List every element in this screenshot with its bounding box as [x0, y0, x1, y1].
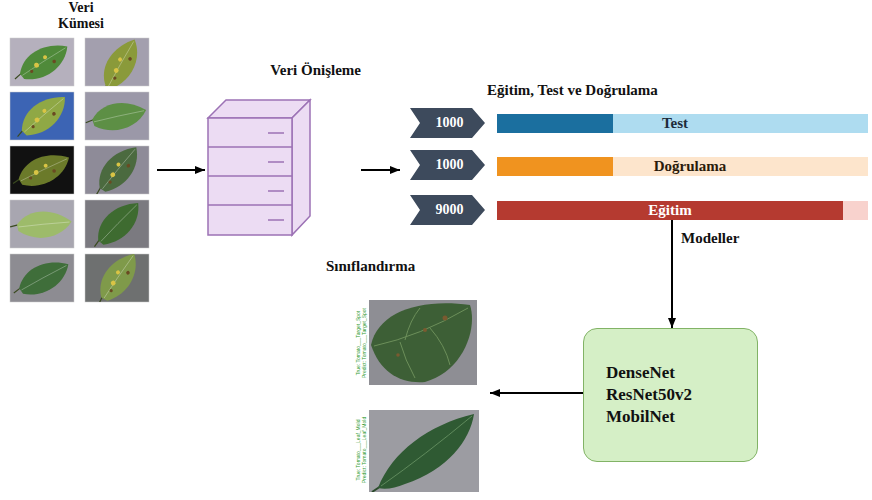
model-text: DenseNet ResNet50v2 MobilNet — [606, 362, 692, 428]
prediction-text: Predict: Tomato___Target_Spot — [361, 308, 367, 378]
photo-ground — [369, 300, 477, 385]
count-text: 1000 — [432, 115, 464, 131]
cabinet-front — [208, 118, 292, 235]
connector-arrow — [157, 169, 205, 171]
split-text: Doğrulama — [654, 158, 727, 175]
split-group: Eğitim, Test ve Doğrulama1000Test1000Doğ… — [400, 78, 872, 228]
leaf-thumbnail — [84, 251, 149, 308]
heading-text: Sınıflandırma — [326, 258, 490, 275]
leaf-thumbnail — [85, 92, 149, 140]
connector-arrow — [490, 392, 583, 394]
model-box: DenseNet ResNet50v2 MobilNet — [583, 328, 758, 462]
leaf-photo — [369, 300, 477, 385]
drawer-line — [208, 204, 292, 206]
connector-arrow — [671, 220, 673, 328]
split-bar: Eğitim — [497, 201, 868, 220]
tag-outline — [410, 150, 485, 180]
drawer-handle — [268, 190, 284, 192]
leaf-shape — [371, 303, 472, 382]
leaf-thumbnail — [9, 92, 74, 140]
heading-text: Veri Önişleme — [205, 62, 361, 79]
drawer-line — [208, 175, 292, 177]
dataset-thumbnails — [9, 36, 151, 307]
tag-outline — [410, 195, 485, 225]
leaf-vein — [381, 416, 472, 486]
heading-text: Veri Kümesi — [58, 0, 104, 32]
split-text: Eğitim — [648, 202, 691, 219]
photo-ground — [369, 410, 479, 492]
leaf-thumbnail — [10, 146, 74, 194]
result-panel: SınıflandırmaTrue: Tomato___Target_SpotP… — [318, 258, 490, 494]
split-bar: Test — [497, 114, 868, 133]
cabinet-side — [292, 100, 310, 235]
drawer-line — [208, 146, 292, 148]
tag-outline — [410, 108, 485, 138]
split-text: Test — [662, 115, 688, 132]
leaf-vein — [374, 308, 468, 378]
result-image: True: Tomato___Target_SpotPredict: Tomat… — [355, 300, 477, 386]
leaf-spot — [423, 328, 427, 332]
drawer-handle — [268, 219, 284, 221]
edge-label: Modeller — [679, 230, 741, 247]
leaf-thumbnail — [84, 144, 149, 198]
leaf-thumbnail — [10, 38, 74, 86]
prediction-text: True: Tomato___Target_Spot — [355, 311, 361, 376]
count-tag: 1000 — [410, 108, 485, 138]
caption-strip: True: Tomato___Leaf_MoldPredict: Tomato_… — [355, 408, 368, 492]
leaf-spot — [396, 353, 400, 357]
process-icon: Veri Önişleme — [205, 62, 361, 237]
storage-cabinet — [208, 100, 310, 235]
leaf-shape — [378, 414, 474, 489]
caption-strip: True: Tomato___Target_SpotPredict: Tomat… — [355, 300, 368, 386]
leaf-thumbnail — [84, 200, 149, 251]
drawer-handle — [268, 161, 284, 163]
split-bar: Doğrulama — [497, 157, 868, 176]
count-text: 1000 — [432, 157, 464, 173]
result-image: True: Tomato___Leaf_MoldPredict: Tomato_… — [355, 408, 479, 492]
leaf-thumbnail — [85, 36, 151, 96]
leaf-thumbnail — [10, 254, 74, 302]
drawer-handle — [268, 132, 284, 134]
prediction-text: True: Tomato___Leaf_Mold — [355, 420, 361, 481]
connector-arrow — [361, 169, 400, 171]
heading-text: Eğitim, Test ve Doğrulama — [487, 82, 872, 99]
count-tag: 1000 — [410, 150, 485, 180]
count-text: 9000 — [432, 202, 464, 218]
prediction-text: Predict: Tomato___Leaf_Mold — [361, 417, 367, 483]
count-tag: 9000 — [410, 195, 485, 225]
leaf-photo — [369, 410, 479, 492]
dataset-panel: Veri Kümesi — [5, 0, 157, 302]
leaf-thumbnail — [9, 200, 74, 248]
leaf-spot — [443, 316, 448, 321]
